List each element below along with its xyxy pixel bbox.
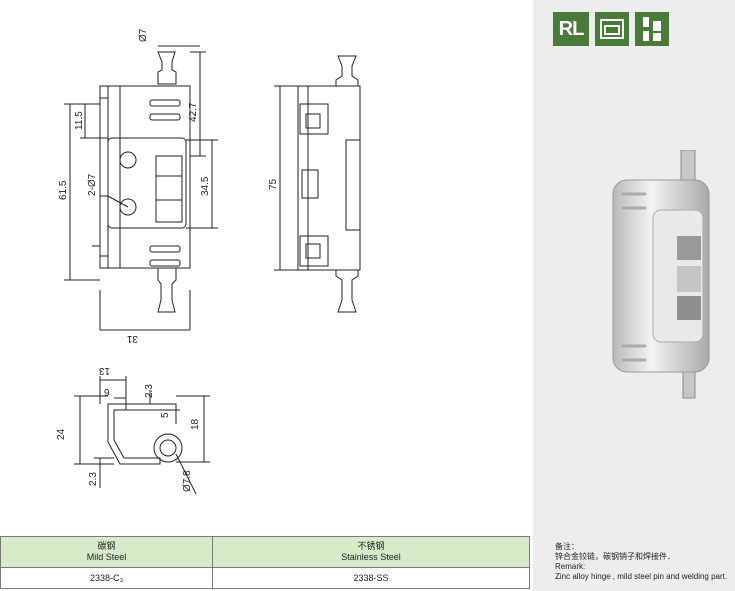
dim-sec-9: 9 (104, 388, 110, 399)
header-stainless-en: Stainless Steel (341, 552, 401, 562)
header-stainless-cn: 不锈钢 (357, 541, 385, 551)
header-mild-steel-cn: 碳钢 (97, 541, 116, 551)
dim-overall-h: 61.5 (58, 180, 69, 200)
remark-title-cn: 备注： (555, 542, 579, 551)
dim-sec-24: 24 (56, 428, 67, 440)
dim-sec-18: 18 (190, 418, 201, 430)
part-number-mild: 2338-C₃ (0, 567, 214, 589)
badge-row: RL (553, 12, 669, 46)
header-mild-steel: 碳钢 Mild Steel (0, 536, 214, 568)
rl-badge-icon: RL (553, 12, 589, 46)
header-stainless-steel: 不锈钢 Stainless Steel (212, 536, 530, 568)
header-mild-steel-en: Mild Steel (86, 552, 127, 562)
side-view (274, 55, 361, 313)
dim-sec-2-3-top: 2.3 (144, 384, 155, 398)
mount-icon (635, 12, 669, 46)
technical-drawing: Ø7 42.7 11.5 61.5 2-Ø7 34.5 31 75 13 9 2… (56, 28, 361, 495)
dim-hole-pitch: 34.5 (200, 176, 211, 196)
door-icon (595, 12, 629, 46)
dim-pin-dia: Ø7 (138, 28, 149, 42)
front-view (64, 45, 218, 331)
dim-side-h: 75 (268, 178, 279, 190)
dim-pin-len: 42.7 (188, 102, 199, 122)
part-number-stainless: 2338-SS (212, 567, 530, 589)
remark-line-en: Zinc alloy hinge , mild steel pin and we… (555, 572, 728, 581)
remark-line-cn: 锌合金铰链，碳钢销子和焊接件． (555, 552, 675, 561)
dim-top-offset: 11.5 (74, 111, 85, 130)
dim-sec-pin: Ø7.8 (182, 470, 193, 492)
dim-sec-5: 5 (160, 412, 171, 418)
dim-sec-2-3-bot: 2.3 (88, 472, 99, 486)
side-panel: RL (533, 0, 735, 591)
spec-table: 碳钢 Mild Steel 不锈钢 Stainless Steel 2338-C… (0, 536, 530, 589)
remark-title-en: Remark: (555, 562, 586, 571)
dim-width: 31 (126, 333, 138, 344)
remark-block: 备注： 锌合金铰链，碳钢销子和焊接件． Remark: Zinc alloy h… (555, 542, 735, 582)
section-view (74, 376, 210, 495)
dim-sec-13: 13 (98, 365, 110, 376)
dim-holes: 2-Ø7 (87, 173, 98, 196)
hinge-photo (603, 149, 733, 400)
